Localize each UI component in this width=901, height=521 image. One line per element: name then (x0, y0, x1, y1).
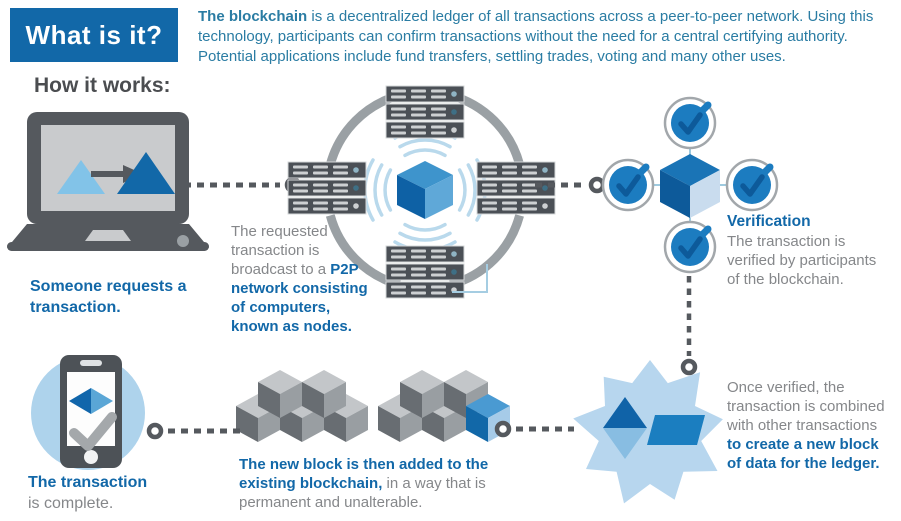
page-title: What is it? (10, 8, 178, 62)
server-icon (287, 161, 367, 215)
caption-complete: The transaction is complete. (28, 472, 147, 514)
caption-append: The new block is then added to the exist… (239, 455, 511, 512)
verification-cluster-icon (595, 88, 785, 288)
light-triangle (57, 160, 105, 194)
dashed-connector-4 (146, 422, 241, 440)
dark-triangle (117, 152, 175, 194)
caption-verification-body: The transaction is verified by participa… (727, 233, 877, 288)
caption-verification-title: Verification (727, 213, 811, 230)
check-badge-icon (665, 98, 715, 148)
caption-complete-rest: is complete. (28, 495, 114, 512)
diamond-right (91, 388, 113, 414)
page-title-label: What is it? (25, 19, 163, 50)
light-triangle (603, 428, 647, 459)
caption-broadcast-lead: The requested transaction is broadcast t… (231, 223, 331, 278)
dashed-connector-3 (680, 276, 698, 376)
check-icon (69, 412, 117, 451)
caption-combine-lead: Once verified, the transaction is combin… (727, 379, 885, 434)
dark-triangle (603, 397, 647, 428)
intro-bold: The blockchain (198, 8, 308, 25)
laptop-icon (7, 112, 209, 251)
caption-request: Someone requests a transaction. (30, 278, 187, 316)
caption-broadcast-emphasis: P2P network consisting of computers, kno… (231, 261, 368, 335)
check-badge-icon (727, 160, 777, 210)
check-badge-icon (603, 160, 653, 210)
blockchain-cube-icon (660, 154, 720, 218)
dashed-connector-5 (494, 420, 574, 438)
dashed-connector-2 (535, 176, 606, 194)
parallelogram-block (647, 415, 705, 445)
star-burst-icon (573, 360, 723, 504)
caption-combine: Once verified, the transaction is combin… (727, 378, 895, 473)
caption-broadcast: The requested transaction is broadcast t… (231, 222, 371, 336)
caption-combine-emphasis: to create a new block of data for the le… (727, 436, 880, 472)
caption-append-tail: in a way that is permanent and unalterab… (239, 475, 486, 511)
diamond-left (69, 388, 91, 414)
intro-paragraph: The blockchain is a decentralized ledger… (198, 7, 898, 67)
caption-verification: Verification The transaction is verified… (727, 212, 885, 289)
caption-append-emphasis: The new block is then added to the exist… (239, 456, 489, 492)
intro-rest: is a decentralized ledger of all transac… (198, 8, 874, 65)
server-icon (385, 85, 465, 139)
cube-chain-icon (236, 370, 510, 442)
check-badge-icon (665, 222, 715, 272)
p2p-server-circle-icon (287, 85, 556, 299)
section-title: How it works: (34, 74, 171, 97)
server-icon (385, 245, 465, 299)
caption-complete-bold: The transaction (28, 474, 148, 491)
smartphone-check-icon (31, 355, 145, 470)
blockchain-cube-icon (397, 161, 453, 219)
